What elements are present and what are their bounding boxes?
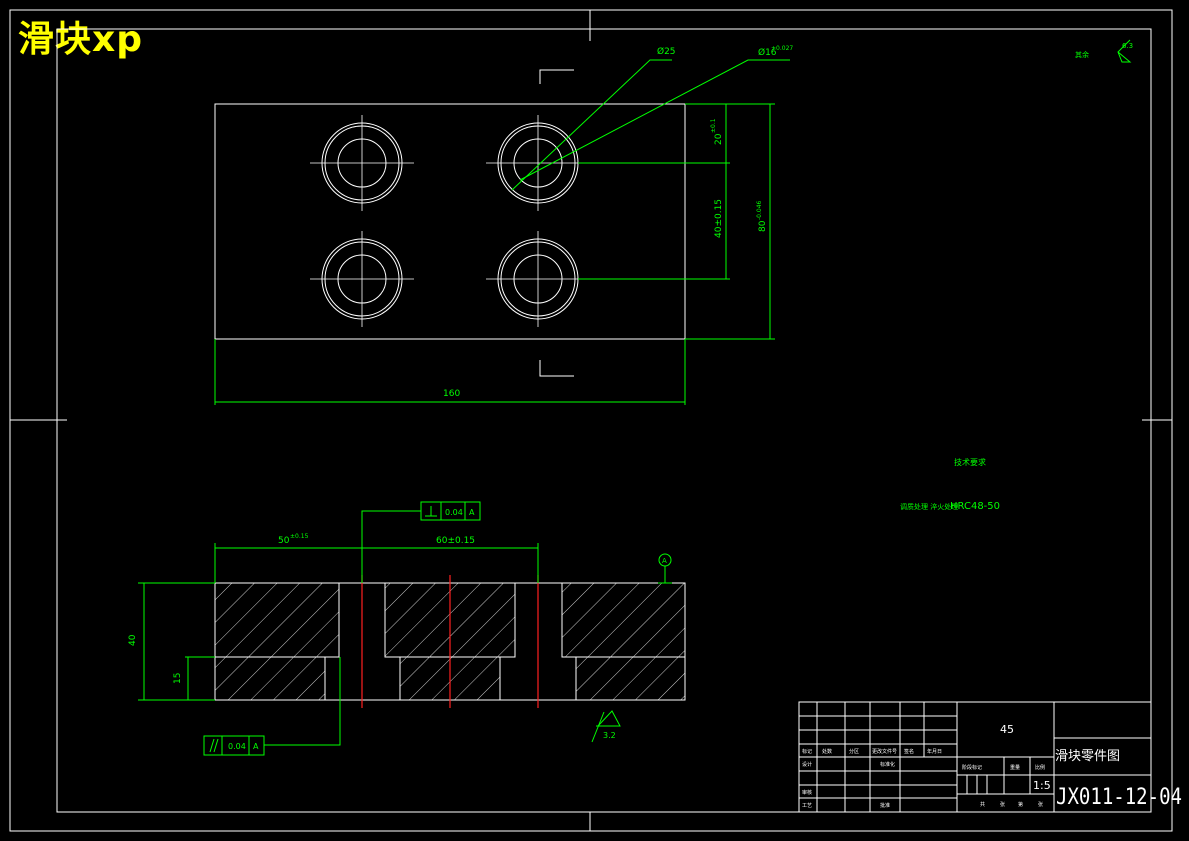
dim-160: 160 — [443, 389, 460, 399]
section-view-dimensions — [138, 510, 672, 746]
tb-label-mark: 标记 — [802, 748, 812, 755]
title-block — [798, 701, 1152, 813]
section-mark-bottom — [539, 360, 574, 377]
scale-value: 1:5 — [1033, 779, 1051, 792]
fcf-par-datum: A — [253, 742, 259, 751]
tb-label-standard: 标准化 — [880, 761, 895, 768]
dim-20-tol: ±0.1 — [710, 118, 717, 133]
fcf-par-value: 0.04 — [228, 742, 246, 751]
top-view-outline — [214, 103, 686, 340]
tb-label-approve: 批准 — [880, 802, 890, 809]
notes-heading: 技术要求 — [954, 457, 986, 467]
drawing-number: JX011-12-04 — [1056, 785, 1182, 810]
dim-40: 40±0.15 — [714, 199, 724, 238]
fcf-perp-datum: A — [469, 508, 475, 517]
technical-notes: 技术要求 调质处理 淬火处理 HRC48-50 — [900, 457, 1000, 512]
tb-label-no: 第 — [1018, 801, 1023, 808]
fcf-parallelism: 0.04 A — [203, 735, 265, 756]
top-view-dimension-text: Ø25 Ø16 +0.027 160 20 ±0.1 40±0.15 80 -0… — [443, 45, 793, 399]
fcf-perpendicularity: 0.04 A — [420, 501, 481, 521]
tb-label-total: 共 — [980, 801, 985, 808]
tb-label-scale: 比例 — [1035, 764, 1045, 771]
fcf-perp-value: 0.04 — [445, 508, 463, 517]
tb-label-design: 设计 — [802, 761, 812, 768]
section-mark-top — [539, 69, 574, 84]
dim-80-tol: -0.046 — [756, 200, 763, 220]
dim-height: 40 — [128, 634, 138, 646]
tb-label-change: 更改文件号 — [872, 748, 897, 755]
dim-hole-small-tol: +0.027 — [771, 45, 793, 52]
dim-60: 60±0.15 — [436, 536, 475, 546]
tb-label-sign: 签名 — [904, 748, 914, 755]
top-view — [214, 69, 686, 377]
dim-50-tol: ±0.15 — [290, 533, 309, 540]
section-view-dimension-text: 50 ±0.15 60±0.15 40 15 A 3.2 — [128, 533, 667, 740]
tb-label-review: 审核 — [802, 789, 812, 796]
part-name: 滑块零件图 — [1055, 749, 1120, 764]
dim-50: 50 — [278, 536, 290, 546]
tb-label-date: 年月日 — [927, 748, 942, 755]
dim-20: 20 — [714, 133, 724, 145]
dim-depth: 15 — [173, 673, 183, 684]
drawing-frame — [9, 9, 1173, 832]
tb-label-weight: 重量 — [1010, 764, 1020, 771]
dim-80: 80 — [758, 220, 768, 232]
tb-label-sheet2: 张 — [1038, 801, 1043, 808]
notes-line1-prefix: 调质处理 淬火处理 — [900, 502, 958, 511]
corner-surface-finish: 其余 6.3 — [1075, 39, 1133, 63]
top-view-dimensions — [214, 59, 790, 405]
datum-label: A — [662, 557, 667, 565]
notes-line1-value: HRC48-50 — [950, 501, 1000, 512]
section-centerlines — [361, 575, 539, 708]
tb-label-process: 工艺 — [802, 803, 812, 809]
dim-hole-large: Ø25 — [657, 46, 676, 57]
hole-centerlines — [310, 115, 590, 327]
watermark-title: 滑块xp — [18, 19, 143, 60]
corner-finish-text: 其余 — [1075, 50, 1089, 59]
title-block-text: 45 滑块零件图 1:5 JX011-12-04 标记 处数 分区 更改文件号 … — [802, 723, 1182, 810]
material-value: 45 — [1000, 723, 1014, 736]
tb-label-zone: 分区 — [849, 748, 859, 755]
dim-hole-small: Ø16 — [758, 47, 777, 58]
corner-finish-value: 6.3 — [1122, 42, 1133, 50]
tb-label-sheet1: 张 — [1000, 801, 1005, 808]
tb-label-count: 处数 — [822, 748, 832, 755]
surface-finish-value: 3.2 — [603, 731, 616, 740]
tb-label-stage: 阶段标记 — [962, 764, 982, 771]
